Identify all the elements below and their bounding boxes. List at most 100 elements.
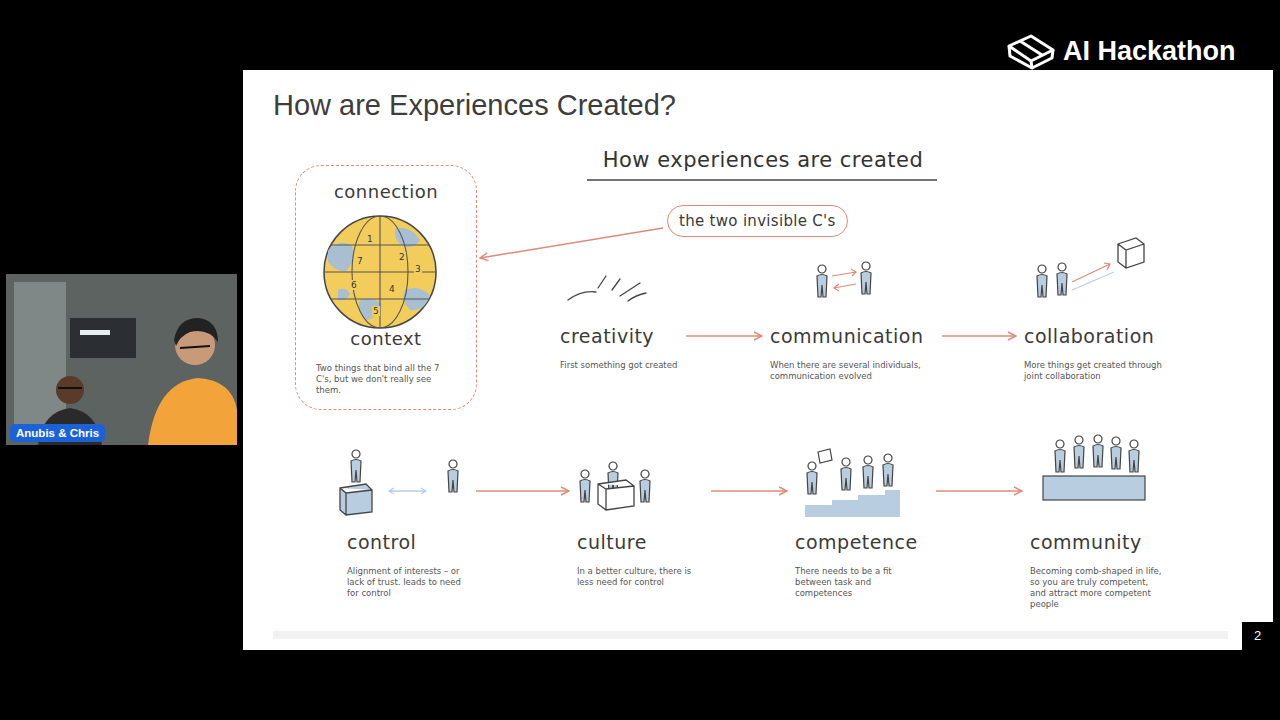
flow-arrow bbox=[942, 335, 1016, 337]
group-heading: context bbox=[316, 327, 456, 351]
community-figures-part bbox=[1043, 476, 1145, 500]
webcam-feed-part bbox=[174, 318, 218, 346]
concept-node: competenceThere needs to be a fit betwee… bbox=[793, 440, 930, 599]
flow-arrow bbox=[711, 490, 787, 492]
flow-arrow bbox=[476, 490, 569, 492]
collaboration-figures-part bbox=[1072, 263, 1110, 282]
concept-heading: competence bbox=[795, 530, 928, 554]
communication-figures-part bbox=[861, 262, 871, 294]
culture-figures-part bbox=[598, 480, 634, 510]
webcam-feed-part bbox=[58, 387, 82, 389]
concept-description: More things get created through joint co… bbox=[1024, 360, 1170, 382]
competence-figures bbox=[805, 449, 900, 517]
subtitle-underline-part bbox=[587, 179, 937, 181]
concept-node: culture In a better culture, there is les… bbox=[575, 440, 705, 588]
callout-text: the two invisible C's bbox=[679, 211, 836, 231]
control-figures-part bbox=[448, 460, 458, 492]
globe-part-part bbox=[359, 299, 382, 320]
community-figures-part bbox=[1074, 436, 1084, 468]
creativity-sparks-part bbox=[612, 279, 620, 290]
communication-figures-part bbox=[817, 265, 827, 297]
callout-number: 2 bbox=[398, 252, 406, 262]
collaboration-figures-part bbox=[1072, 272, 1114, 290]
culture-figures-part bbox=[580, 470, 590, 502]
brand-logo-part bbox=[1020, 41, 1042, 55]
group-heading: connection bbox=[316, 180, 456, 204]
slide-background bbox=[243, 70, 1273, 650]
callout-number: 7 bbox=[356, 256, 364, 266]
concept-heading: control bbox=[347, 530, 468, 554]
webcam-feed-part bbox=[180, 346, 210, 348]
competence-figures-part bbox=[818, 449, 832, 463]
callout-number: 1 bbox=[366, 234, 374, 244]
globe-space bbox=[316, 204, 456, 327]
webcam-feed-part bbox=[14, 282, 66, 432]
concept-description: First something got created bbox=[560, 360, 678, 371]
participant-name: Anubis & Chris bbox=[16, 426, 99, 440]
concept-node: communityBecoming comb-shaped in life, s… bbox=[1028, 440, 1168, 610]
concept-heading: collaboration bbox=[1024, 324, 1170, 348]
slide-number: 2 bbox=[1242, 622, 1273, 650]
collaboration-figures-part bbox=[1118, 238, 1144, 268]
webcam-feed-part bbox=[80, 330, 110, 335]
community-figures bbox=[1043, 435, 1145, 500]
concept-description: When there are several individuals, comm… bbox=[770, 360, 934, 382]
callout-number: 6 bbox=[350, 280, 358, 290]
concept-description: In a better culture, there is less need … bbox=[577, 566, 703, 588]
concept-node: creativityFirst something got created bbox=[558, 262, 680, 371]
control-figures-part bbox=[389, 488, 426, 494]
concept-node: controlAlignment of interests – or lack … bbox=[345, 440, 470, 599]
collaboration-figures-part bbox=[1037, 265, 1047, 297]
concept-heading: creativity bbox=[560, 324, 678, 348]
concept-node: collaborationMore things get created thr… bbox=[1022, 262, 1172, 382]
community-figures-part bbox=[1111, 437, 1121, 469]
brand-logo bbox=[1009, 36, 1053, 68]
brand-logo-part bbox=[1032, 50, 1053, 68]
flow-arrow bbox=[936, 490, 1022, 492]
concept-node: communicationWhen there are several indi… bbox=[768, 262, 936, 382]
callout-pill: the two invisible C's bbox=[667, 205, 848, 237]
webcam-feed-part bbox=[70, 318, 136, 358]
slide-title: How are Experiences Created? bbox=[273, 88, 676, 122]
flow-arrow bbox=[480, 228, 663, 258]
concept-description: Alignment of interests – or lack of trus… bbox=[347, 566, 468, 599]
globe bbox=[320, 214, 440, 330]
community-figures-part bbox=[1093, 435, 1103, 467]
communication-figures bbox=[817, 262, 871, 297]
webcam-feed-part bbox=[6, 274, 237, 445]
slide-background-part bbox=[273, 631, 1228, 639]
control-figures-part bbox=[351, 450, 361, 482]
communication-figures-part bbox=[832, 269, 856, 276]
group-note: Two things that bind all the 7 C's, but … bbox=[316, 363, 456, 396]
callout-number: 3 bbox=[414, 264, 422, 274]
webcam-feed-part bbox=[148, 378, 237, 445]
flow-arrow bbox=[686, 335, 762, 337]
creativity-sparks bbox=[568, 276, 646, 301]
concept-description: There needs to be a fit between task and… bbox=[795, 566, 928, 599]
control-figures-part bbox=[340, 484, 372, 515]
concept-heading: culture bbox=[577, 530, 703, 554]
globe-part bbox=[328, 228, 430, 320]
concept-description: Becoming comb-shaped in life, so you are… bbox=[1030, 566, 1166, 610]
brand-logo-part bbox=[1009, 36, 1053, 61]
callout-number: 4 bbox=[388, 284, 396, 294]
concept-heading: communication bbox=[770, 324, 934, 348]
collaboration-figures-part bbox=[1057, 263, 1067, 295]
creativity-sparks-part bbox=[598, 276, 606, 288]
competence-figures-part bbox=[805, 490, 900, 517]
creativity-sparks-part bbox=[620, 283, 640, 296]
community-figures-part bbox=[1129, 440, 1139, 472]
community-figures-part bbox=[1055, 440, 1065, 472]
callout-number: 5 bbox=[372, 306, 380, 316]
brand-name: AI Hackathon bbox=[1063, 35, 1236, 67]
globe-part-part bbox=[328, 243, 353, 272]
slide-number-box bbox=[1242, 622, 1273, 650]
culture-figures-part bbox=[640, 470, 650, 502]
creativity-sparks-part bbox=[568, 292, 596, 300]
communication-figures-part bbox=[834, 284, 856, 291]
brand-logo-part bbox=[1009, 46, 1032, 68]
concept-heading: community bbox=[1030, 530, 1166, 554]
collaboration-figures bbox=[1037, 238, 1144, 297]
culture-figures bbox=[580, 462, 650, 510]
